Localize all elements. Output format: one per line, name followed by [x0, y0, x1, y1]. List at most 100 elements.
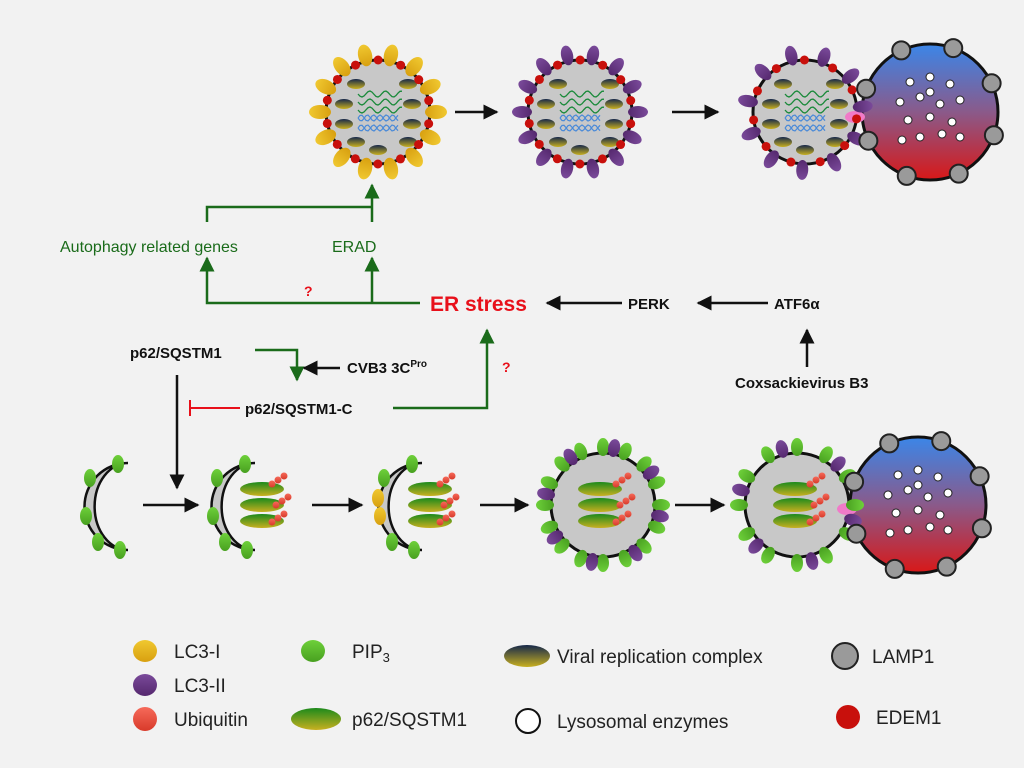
pip3-marker — [406, 455, 418, 473]
lysosomal-enzyme — [925, 112, 935, 122]
ubiquitin-marker — [284, 493, 292, 501]
lc3i-marker — [357, 44, 373, 67]
lamp1-marker — [983, 125, 1004, 146]
lysosomal-enzyme — [933, 472, 943, 482]
pip3-marker — [730, 499, 748, 511]
viral-replication-complex — [830, 119, 848, 129]
ubiquitin-marker — [448, 472, 456, 480]
lysosomal-enzyme — [893, 470, 903, 480]
lc3ii-marker — [763, 150, 779, 169]
lysosomal-enzyme — [947, 117, 957, 127]
lc3ii-marker — [738, 94, 758, 108]
lc3ii-marker — [518, 130, 538, 145]
p62-label: p62/SQSTM1 — [130, 345, 222, 362]
coxsackievirus-label: Coxsackievirus B3 — [735, 375, 868, 392]
viral-replication-complex — [605, 119, 623, 129]
ubiquitin-marker — [452, 493, 460, 501]
p62c-label: p62/SQSTM1-C — [245, 401, 353, 418]
ubiquitin-marker — [806, 480, 814, 488]
edem1-marker — [332, 74, 342, 84]
edem1-marker — [852, 114, 862, 124]
lc3ii-marker — [518, 79, 538, 94]
edem1-marker — [786, 157, 796, 167]
ubiquitin-marker — [278, 497, 286, 505]
lc3i-marker — [405, 57, 423, 77]
edem1-marker — [626, 119, 636, 129]
green-pathway — [199, 183, 495, 410]
lamp1-marker — [858, 130, 879, 151]
ubiquitin-marker — [624, 510, 632, 518]
p62-aggregate — [240, 482, 284, 496]
edem1-marker — [395, 154, 405, 164]
lamp1-marker — [891, 40, 912, 61]
lc3i-marker — [419, 78, 441, 95]
pip3-marker — [819, 446, 833, 464]
lamp1-marker — [896, 165, 917, 186]
lysosome — [860, 42, 1000, 182]
viral-rna-strand — [559, 106, 605, 114]
edem1-marker — [373, 159, 383, 169]
legend-viral-complex: Viral replication complex — [557, 647, 763, 668]
legend-ubiquitin: Ubiquitin — [174, 710, 248, 731]
lc3ii-marker — [586, 158, 600, 179]
lc3i-marker — [405, 147, 423, 167]
pip3-marker — [540, 520, 559, 534]
viral-replication-complex — [830, 99, 848, 109]
lc3ii-marker — [844, 513, 862, 527]
lc3i-swatch — [133, 640, 157, 662]
pip3-marker — [618, 442, 632, 461]
edem1-marker — [815, 157, 825, 167]
edem1-marker — [626, 96, 636, 106]
lysosomal-enzyme — [913, 465, 923, 475]
ubiquitin-marker — [272, 501, 280, 509]
lc3ii-marker — [830, 456, 846, 472]
lc3ii-marker — [785, 45, 798, 66]
ubiquitin-marker — [810, 501, 818, 509]
pip3-marker — [241, 541, 253, 559]
atf6a-label: ATF6α — [774, 296, 820, 313]
lysosomal-enzyme — [895, 97, 905, 107]
lamp1-marker — [856, 78, 877, 99]
ubiquitin-marker — [442, 476, 450, 484]
edem1-marker — [771, 64, 781, 74]
ubiquitin-marker — [280, 472, 288, 480]
lamp1-marker — [931, 431, 952, 452]
legend-pip3: PIP3 — [352, 642, 390, 665]
ubiquitin-marker — [440, 501, 448, 509]
viral-rna-helix — [357, 124, 399, 132]
lamp1-marker — [943, 38, 964, 59]
viral-replication-complex — [399, 137, 417, 147]
lc3i-marker — [383, 44, 399, 67]
edem1-marker — [575, 159, 585, 169]
lamp1-marker — [969, 466, 990, 487]
pip3-marker — [540, 476, 559, 490]
viral-rna-helix — [559, 114, 601, 122]
viral-rna-helix — [784, 114, 826, 122]
lamp1-marker — [884, 558, 905, 579]
ubiquitin-marker — [822, 493, 830, 501]
viral-rna-helix — [357, 114, 399, 122]
pip3-marker — [378, 469, 390, 487]
pip3-marker — [112, 455, 124, 473]
edem1-marker — [761, 141, 771, 151]
lc3ii-marker — [546, 530, 564, 545]
p62-swatch — [291, 708, 341, 730]
viral-rna-strand — [357, 90, 403, 98]
viral-replication-complex — [601, 137, 619, 147]
viral-replication-complex — [369, 145, 387, 155]
viral-rna-strand — [357, 106, 403, 114]
p62-aggregate — [773, 498, 817, 512]
viral-complex-swatch — [504, 645, 550, 667]
pip3-marker — [819, 546, 833, 564]
lc3i-marker — [315, 78, 337, 95]
viral-rna-helix — [559, 124, 601, 132]
lc3ii-marker — [642, 465, 660, 480]
viral-replication-complex — [403, 119, 421, 129]
edem1-marker — [396, 60, 406, 70]
question-mark-1: ? — [304, 283, 313, 299]
ubiquitin-marker — [806, 518, 814, 526]
ubiquitin-marker — [812, 514, 820, 522]
edem1-swatch — [836, 705, 860, 729]
edem1-marker — [373, 55, 383, 65]
